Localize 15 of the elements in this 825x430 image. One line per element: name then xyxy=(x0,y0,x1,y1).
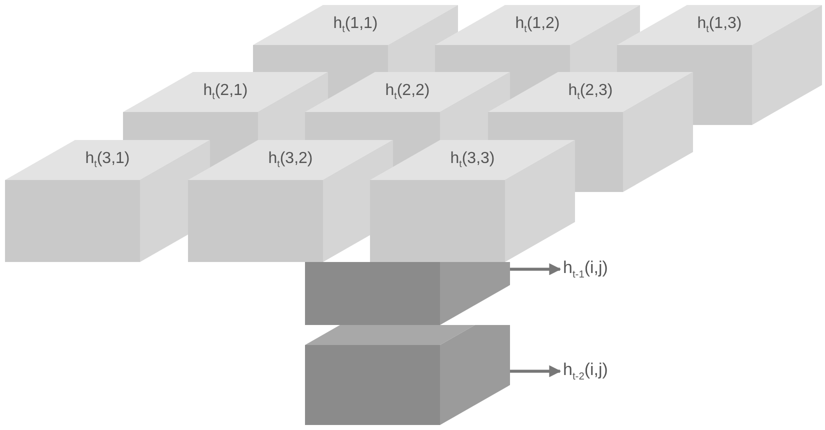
cube-label: h$_{t}$(2,2) xyxy=(385,82,430,102)
cube-label: h$_{t}$(1,1) xyxy=(333,14,378,36)
arrow xyxy=(510,365,562,378)
cube-label: h$_{t}$(3,3) xyxy=(450,150,495,170)
cube-label: h$_{t}$(1,3) xyxy=(697,14,742,36)
layer-label: h$_{t-2}$(i,j) xyxy=(563,360,608,382)
cube-block xyxy=(305,325,510,425)
cube-label: h$_{t}$(3,1) xyxy=(85,150,130,170)
cube-label: h$_{t}$(2,3) xyxy=(568,82,613,102)
cube-label: h$_{t}$(2,1) xyxy=(203,82,248,102)
cube-label: h$_{t}$(1,2) xyxy=(515,14,560,36)
cube-block xyxy=(305,262,510,325)
cube-label: h$_{t}$(3,2) xyxy=(268,150,313,170)
arrow xyxy=(510,263,562,276)
layer-label: h$_{t-1}$(i,j) xyxy=(563,258,608,280)
